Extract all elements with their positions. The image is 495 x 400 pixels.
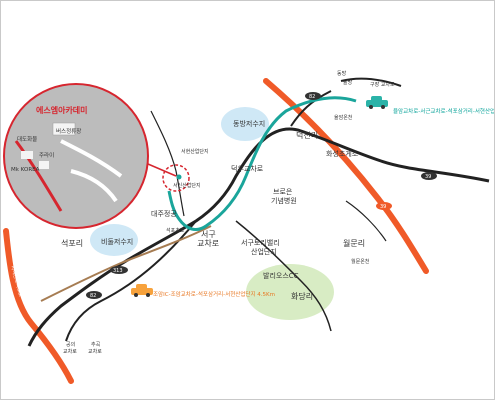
road-black-7 <box>345 200 387 242</box>
road-black-2 <box>290 90 332 127</box>
place-dongbang: 동방 <box>337 70 347 77</box>
place-seogu-ic-2: 교차로 <box>197 239 219 248</box>
place-hospital-2: 기념병원 <box>271 196 297 205</box>
place-yulbang: 율방 <box>343 79 353 86</box>
place-seokpori: 석포리 <box>61 238 83 248</box>
inset-building-3 <box>39 161 49 169</box>
inset-building-2 <box>21 151 33 159</box>
svg-text:39: 39 <box>425 174 431 180</box>
place-seokpo-school: 석포초교 <box>166 227 185 234</box>
road-black-5 <box>65 220 197 342</box>
svg-text:313: 313 <box>113 268 123 274</box>
svg-text:39: 39 <box>380 204 386 210</box>
inset-label-1: 대도화물 <box>17 135 37 143</box>
road-black-4 <box>235 220 332 332</box>
place-woljeonri: 월문리 <box>343 238 365 248</box>
inset-road-2 <box>60 139 123 178</box>
main-road-black <box>27 127 490 347</box>
golf-course-park <box>246 264 334 320</box>
inset-label-3: Mk KOREA <box>11 167 40 173</box>
teal-route-note: 율암교차로-서근교차로-석포삼거리-서현산업단지 9Km <box>393 107 494 115</box>
inset-logo: 에스엠아카데미 <box>36 105 88 115</box>
dongbang-reservoir <box>221 107 269 141</box>
place-deokcheonri: 덕천리 <box>296 130 318 140</box>
place-golf: 발리오스CC <box>263 271 299 280</box>
orange-route-note: 조암IC-조암교차로-석포삼거리-서현산업단지 4.5Km <box>153 290 275 298</box>
place-gongui-2: 교차로 <box>63 348 77 355</box>
highway-label: 평택시흥고속도로 <box>310 187 346 211</box>
target-marker-dot <box>176 174 182 180</box>
shield-82-b: 82 <box>86 291 102 299</box>
highway-orange-left <box>3 228 74 384</box>
place-deokwoo-ic: 덕우교차로 <box>231 164 264 173</box>
inset-road <box>14 140 63 212</box>
place-seogu-ic-1: 서구 <box>201 230 216 239</box>
svg-text:82: 82 <box>90 293 96 299</box>
place-spa: 화성초게소 <box>326 149 359 158</box>
place-inset-small-1: 서현산업단지 <box>181 148 209 155</box>
road-black-6 <box>150 110 185 217</box>
inset-building <box>52 122 76 136</box>
svg-text:82: 82 <box>309 94 315 100</box>
place-daejeon-jeungong: 대주정공 <box>151 209 177 218</box>
road-black-3 <box>340 77 402 87</box>
road-brown <box>40 225 212 302</box>
shield-82-a: 82 <box>305 92 321 100</box>
shield-39: 39 <box>421 172 437 180</box>
inset-circle <box>3 83 149 229</box>
baegeun-reservoir <box>90 224 138 256</box>
route-teal <box>167 96 357 231</box>
inset-label-2: 주라이 <box>39 151 54 159</box>
target-marker-circle <box>162 164 190 192</box>
shield-313: 313 <box>110 266 128 274</box>
place-gongui-1: 공의 <box>66 341 75 348</box>
car-teal <box>366 96 388 109</box>
place-woljeon-jeon: 월문온천 <box>351 258 370 265</box>
inset-road-3 <box>70 169 118 203</box>
car-orange <box>131 284 153 297</box>
place-dongbang-reservoir: 동방저수지 <box>233 119 265 128</box>
place-ulsan-onchon: 율암온천 <box>334 114 353 121</box>
place-gujang: 구장 교차로 <box>370 81 395 88</box>
place-hospital-1: 브로은 <box>273 188 293 196</box>
shield-39-b: 39 <box>376 202 392 210</box>
place-hwadangri: 화당리 <box>291 291 313 301</box>
place-baegeun-reservoir: 비둘저수지 <box>101 237 133 246</box>
place-chuso-1: 추곡 <box>91 342 101 348</box>
inset-label-4: 버스정류장 <box>56 127 81 135</box>
place-vally-2: 산업단지 <box>251 247 277 256</box>
place-vally-1: 서구토리밸리 <box>241 238 280 247</box>
place-inset-small-2: 서신산업단지 <box>173 182 201 189</box>
place-chuso-2: 교차로 <box>88 348 102 355</box>
